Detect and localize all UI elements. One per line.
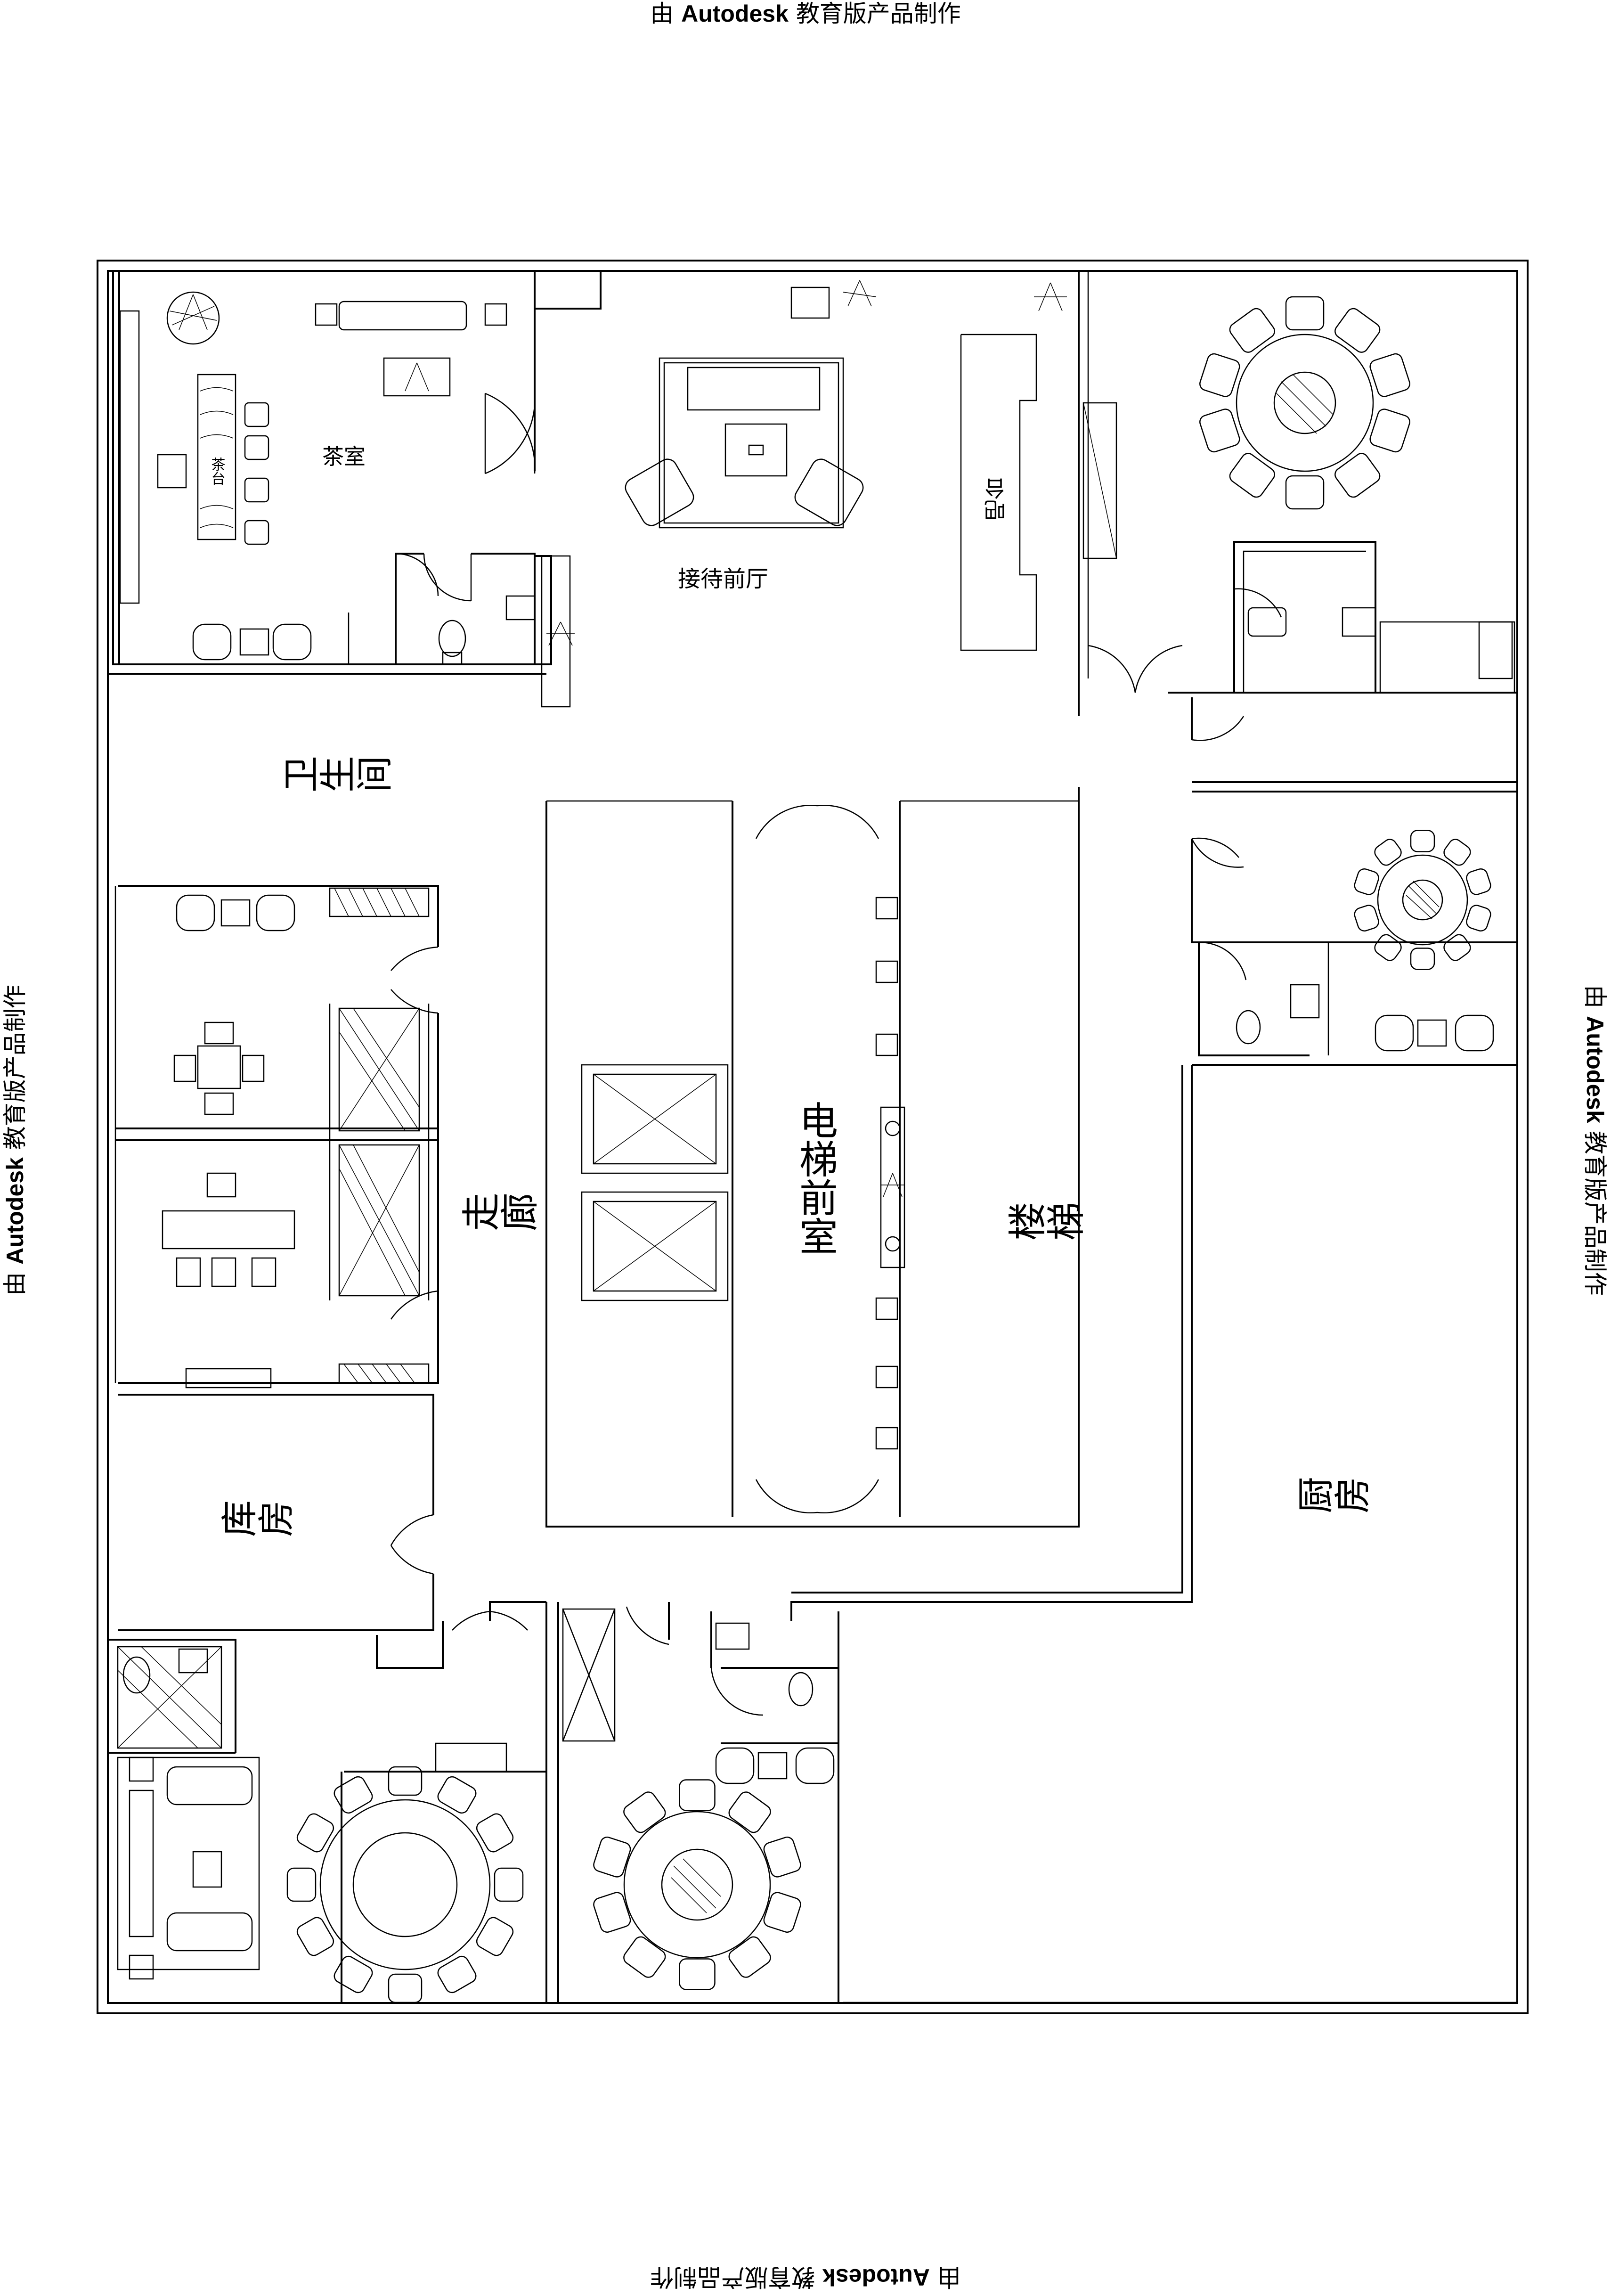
chair	[286, 1867, 317, 1902]
dining-chairs-3	[286, 1766, 524, 2003]
chair	[763, 1836, 801, 1878]
doors	[390, 392, 1282, 1716]
dining-chairs-4	[593, 1779, 801, 1990]
chair	[1334, 308, 1381, 353]
chair	[593, 1892, 631, 1933]
label-elevator-lobby: 电梯前室	[793, 1101, 838, 1255]
chair	[623, 1791, 666, 1833]
chair	[334, 1955, 373, 1994]
dining-chairs-1	[1199, 296, 1410, 510]
chair	[334, 1776, 373, 1814]
chair	[388, 1973, 423, 2003]
chair	[679, 1779, 716, 1811]
chair	[388, 1766, 423, 1796]
watermark-top: 由 Autodesk 教育版产品制作	[650, 0, 961, 27]
chair	[1334, 453, 1381, 498]
label-storage: 库房	[220, 1501, 293, 1543]
label-stairs: 楼梯	[1007, 1203, 1084, 1248]
room-labels: 茶室 茶台 接待前厅 吧台 卫生间 走廊 电梯前室 楼梯 库房 厨房	[209, 444, 1370, 1543]
lower-middle-room	[593, 1622, 835, 1990]
chair	[1374, 839, 1402, 866]
chair	[494, 1867, 524, 1902]
tea-restroom-fixtures	[438, 595, 575, 665]
chair	[593, 1836, 631, 1878]
dining-room-2	[1236, 830, 1494, 1052]
chair	[728, 1791, 771, 1833]
lobby-fixtures	[875, 897, 905, 1450]
chair	[476, 1917, 514, 1956]
chair	[296, 1917, 334, 1956]
label-restroom: 卫生间	[282, 756, 392, 799]
coffee-table	[724, 423, 788, 477]
chair	[1199, 353, 1240, 397]
chair	[1229, 308, 1275, 353]
label-tea-room: 茶室	[322, 444, 366, 469]
tea-room-furniture	[157, 291, 507, 661]
plant-icon	[166, 291, 220, 345]
chair	[623, 1936, 666, 1978]
reception-sofa-set	[663, 362, 839, 524]
chair	[1369, 353, 1410, 397]
elevator-shafts	[581, 1064, 729, 1301]
chair	[1466, 905, 1491, 931]
chair	[1369, 409, 1410, 453]
chair	[437, 1955, 477, 1994]
dining-room-1	[1082, 296, 1515, 694]
label-kitchen: 厨房	[1296, 1477, 1370, 1520]
chair	[1374, 934, 1402, 961]
chair	[1229, 453, 1275, 498]
label-reception: 接待前厅	[678, 566, 768, 592]
chair	[1285, 296, 1325, 331]
chair	[1285, 475, 1325, 510]
interior-walls	[108, 271, 1517, 2003]
desk	[162, 1210, 295, 1250]
chair	[1443, 839, 1471, 866]
chair	[1354, 868, 1379, 895]
tea-sofa	[338, 301, 467, 331]
chair	[1199, 409, 1240, 453]
bar-counter	[960, 334, 1037, 651]
lounge-furniture	[162, 887, 430, 1389]
chair	[679, 1958, 716, 1990]
chair	[437, 1776, 477, 1814]
chair	[1443, 934, 1471, 961]
dining-chairs-2	[1354, 830, 1491, 970]
outer-walls	[97, 260, 1529, 2014]
chair	[1354, 905, 1379, 931]
chair	[1466, 868, 1491, 895]
chair	[296, 1813, 334, 1853]
banquet-table	[319, 1799, 491, 1970]
label-corridor: 走廊	[461, 1193, 538, 1238]
chair	[763, 1892, 801, 1933]
chair	[728, 1936, 771, 1978]
tea-table	[197, 374, 236, 540]
chair	[1410, 948, 1435, 970]
chair	[1410, 830, 1435, 852]
chair	[476, 1813, 514, 1853]
label-tea-table: 茶台	[209, 457, 225, 485]
label-bar: 吧台	[984, 478, 1009, 521]
reception-furniture	[625, 280, 1067, 651]
lower-left-furniture	[117, 1646, 524, 2003]
